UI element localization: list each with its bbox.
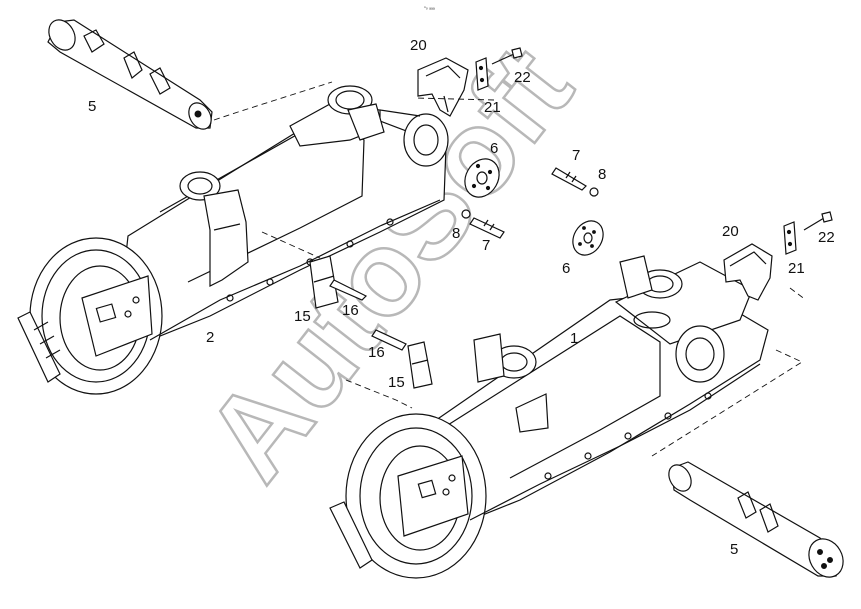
- corner-mark: ⁿₒ ₐₐₐ: [424, 5, 435, 11]
- bolt-16-upper: [329, 279, 368, 301]
- bolt-7-upper: [551, 167, 587, 191]
- bracket-20-upper: [417, 57, 469, 117]
- callout-8-upper: 8: [598, 166, 606, 183]
- block-15-upper: [309, 255, 339, 309]
- callout-21-lower: 21: [788, 260, 805, 277]
- track-frame-1: [329, 255, 803, 579]
- callout-16-upper: 16: [342, 302, 359, 319]
- callout-7-lower: 7: [482, 237, 490, 254]
- callout-6-lower: 6: [562, 260, 570, 277]
- bolt-7-lower: [469, 217, 505, 239]
- bracket-20-lower: [723, 243, 773, 301]
- track-frame-2: [17, 85, 449, 395]
- callout-5-lower: 5: [730, 541, 738, 558]
- plate-21-lower: [783, 221, 797, 255]
- bolt-22-lower: [803, 211, 833, 231]
- callout-21-upper: 21: [484, 99, 501, 116]
- callout-20-upper: 20: [410, 37, 427, 54]
- pin-5-upper: [47, 19, 333, 130]
- plate-21-upper: [475, 57, 489, 91]
- bolt-22-upper: [491, 47, 523, 65]
- callout-1: 1: [570, 330, 578, 347]
- callout-2: 2: [206, 329, 214, 346]
- callout-20-lower: 20: [722, 223, 739, 240]
- nut-8-upper: [589, 187, 599, 197]
- callout-6-upper: 6: [490, 140, 498, 157]
- pin-5-lower: [668, 461, 844, 578]
- callout-16-lower: 16: [368, 344, 385, 361]
- callout-22-upper: 22: [514, 69, 531, 86]
- bolt-16-lower: [371, 329, 407, 351]
- callout-15-upper: 15: [294, 308, 311, 325]
- callout-5-upper: 5: [88, 98, 96, 115]
- disk-6-upper: [464, 158, 500, 198]
- callout-15-lower: 15: [388, 374, 405, 391]
- disk-6-lower: [572, 220, 604, 256]
- block-15-lower: [407, 341, 433, 389]
- callout-22-lower: 22: [818, 229, 835, 246]
- nut-8-lower: [461, 209, 471, 219]
- callout-8-lower: 8: [452, 225, 460, 242]
- callout-7-upper: 7: [572, 147, 580, 164]
